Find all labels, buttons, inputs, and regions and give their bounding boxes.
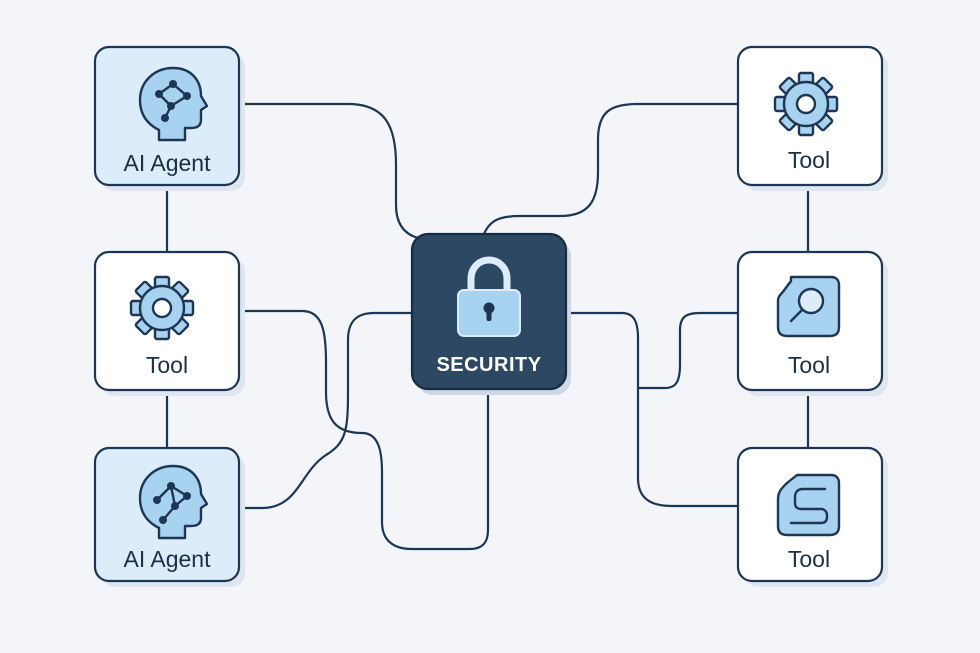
node-tool-right-bottom-label: Tool [788,546,830,572]
connector-tool-left-to-security [238,309,490,551]
node-agent-bottom[interactable]: AI Agent [93,446,245,587]
brain-network-icon [138,66,209,142]
s-card-icon [776,473,841,537]
padlock-icon [457,256,521,337]
node-tool-right-mid[interactable]: Tool [736,250,888,396]
node-tool-right-bottom[interactable]: Tool [736,446,888,587]
connector-security-to-tool-right-bottom [636,386,740,508]
connector-agent-bottom-to-security [238,311,414,510]
brain-network-icon [138,464,209,540]
node-security[interactable]: SECURITY [410,232,571,395]
gear-icon [773,71,839,137]
connector-security-to-tool-right-top [482,102,740,236]
node-tool-left-label: Tool [146,352,188,378]
node-agent-bottom-label: AI Agent [124,546,212,572]
connectors [165,102,810,551]
node-tool-right-top[interactable]: Tool [736,45,888,191]
node-security-label: SECURITY [436,354,541,376]
connector-agent-top-to-security [238,102,420,240]
node-tool-right-mid-label: Tool [788,352,830,378]
magnifier-card-icon [776,275,841,338]
node-tool-left[interactable]: Tool [93,250,245,396]
gear-icon [129,275,195,341]
node-tool-right-top-label: Tool [788,147,830,173]
node-agent-top[interactable]: AI Agent [93,45,245,191]
node-agent-top-label: AI Agent [124,150,212,176]
connector-security-to-tool-right-mid [564,311,740,390]
